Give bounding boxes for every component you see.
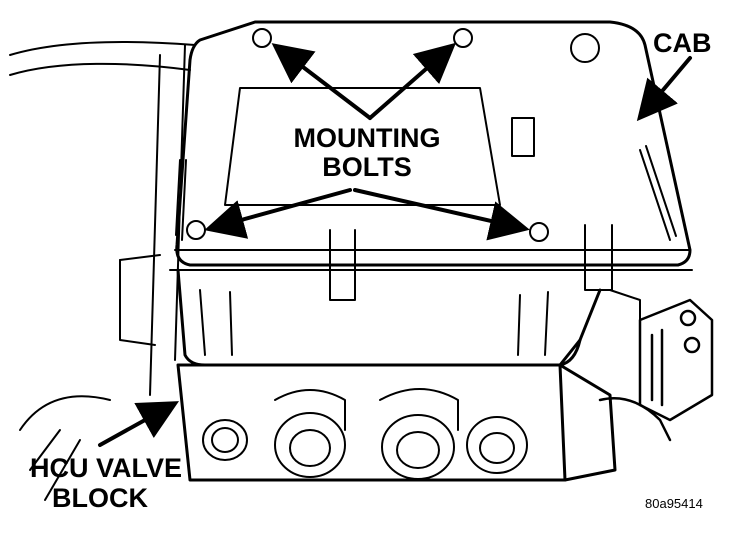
figure-code: 80a95414	[645, 496, 703, 511]
hcu-valve-block-label-line2: BLOCK	[52, 483, 148, 513]
harness-connector	[598, 298, 714, 442]
vehicle-frame-background	[9, 41, 196, 501]
cab-label: CAB	[653, 28, 712, 58]
callout-arrows	[98, 42, 692, 447]
hcu-valve-block	[176, 338, 617, 482]
hcu-valve-block-label-line1: HCU VALVE	[30, 453, 183, 483]
cab-module	[169, 20, 693, 367]
mounting-bolts-label-line1: MOUNTING	[293, 123, 441, 153]
mounting-bolts-label-line2: BOLTS	[322, 152, 412, 182]
